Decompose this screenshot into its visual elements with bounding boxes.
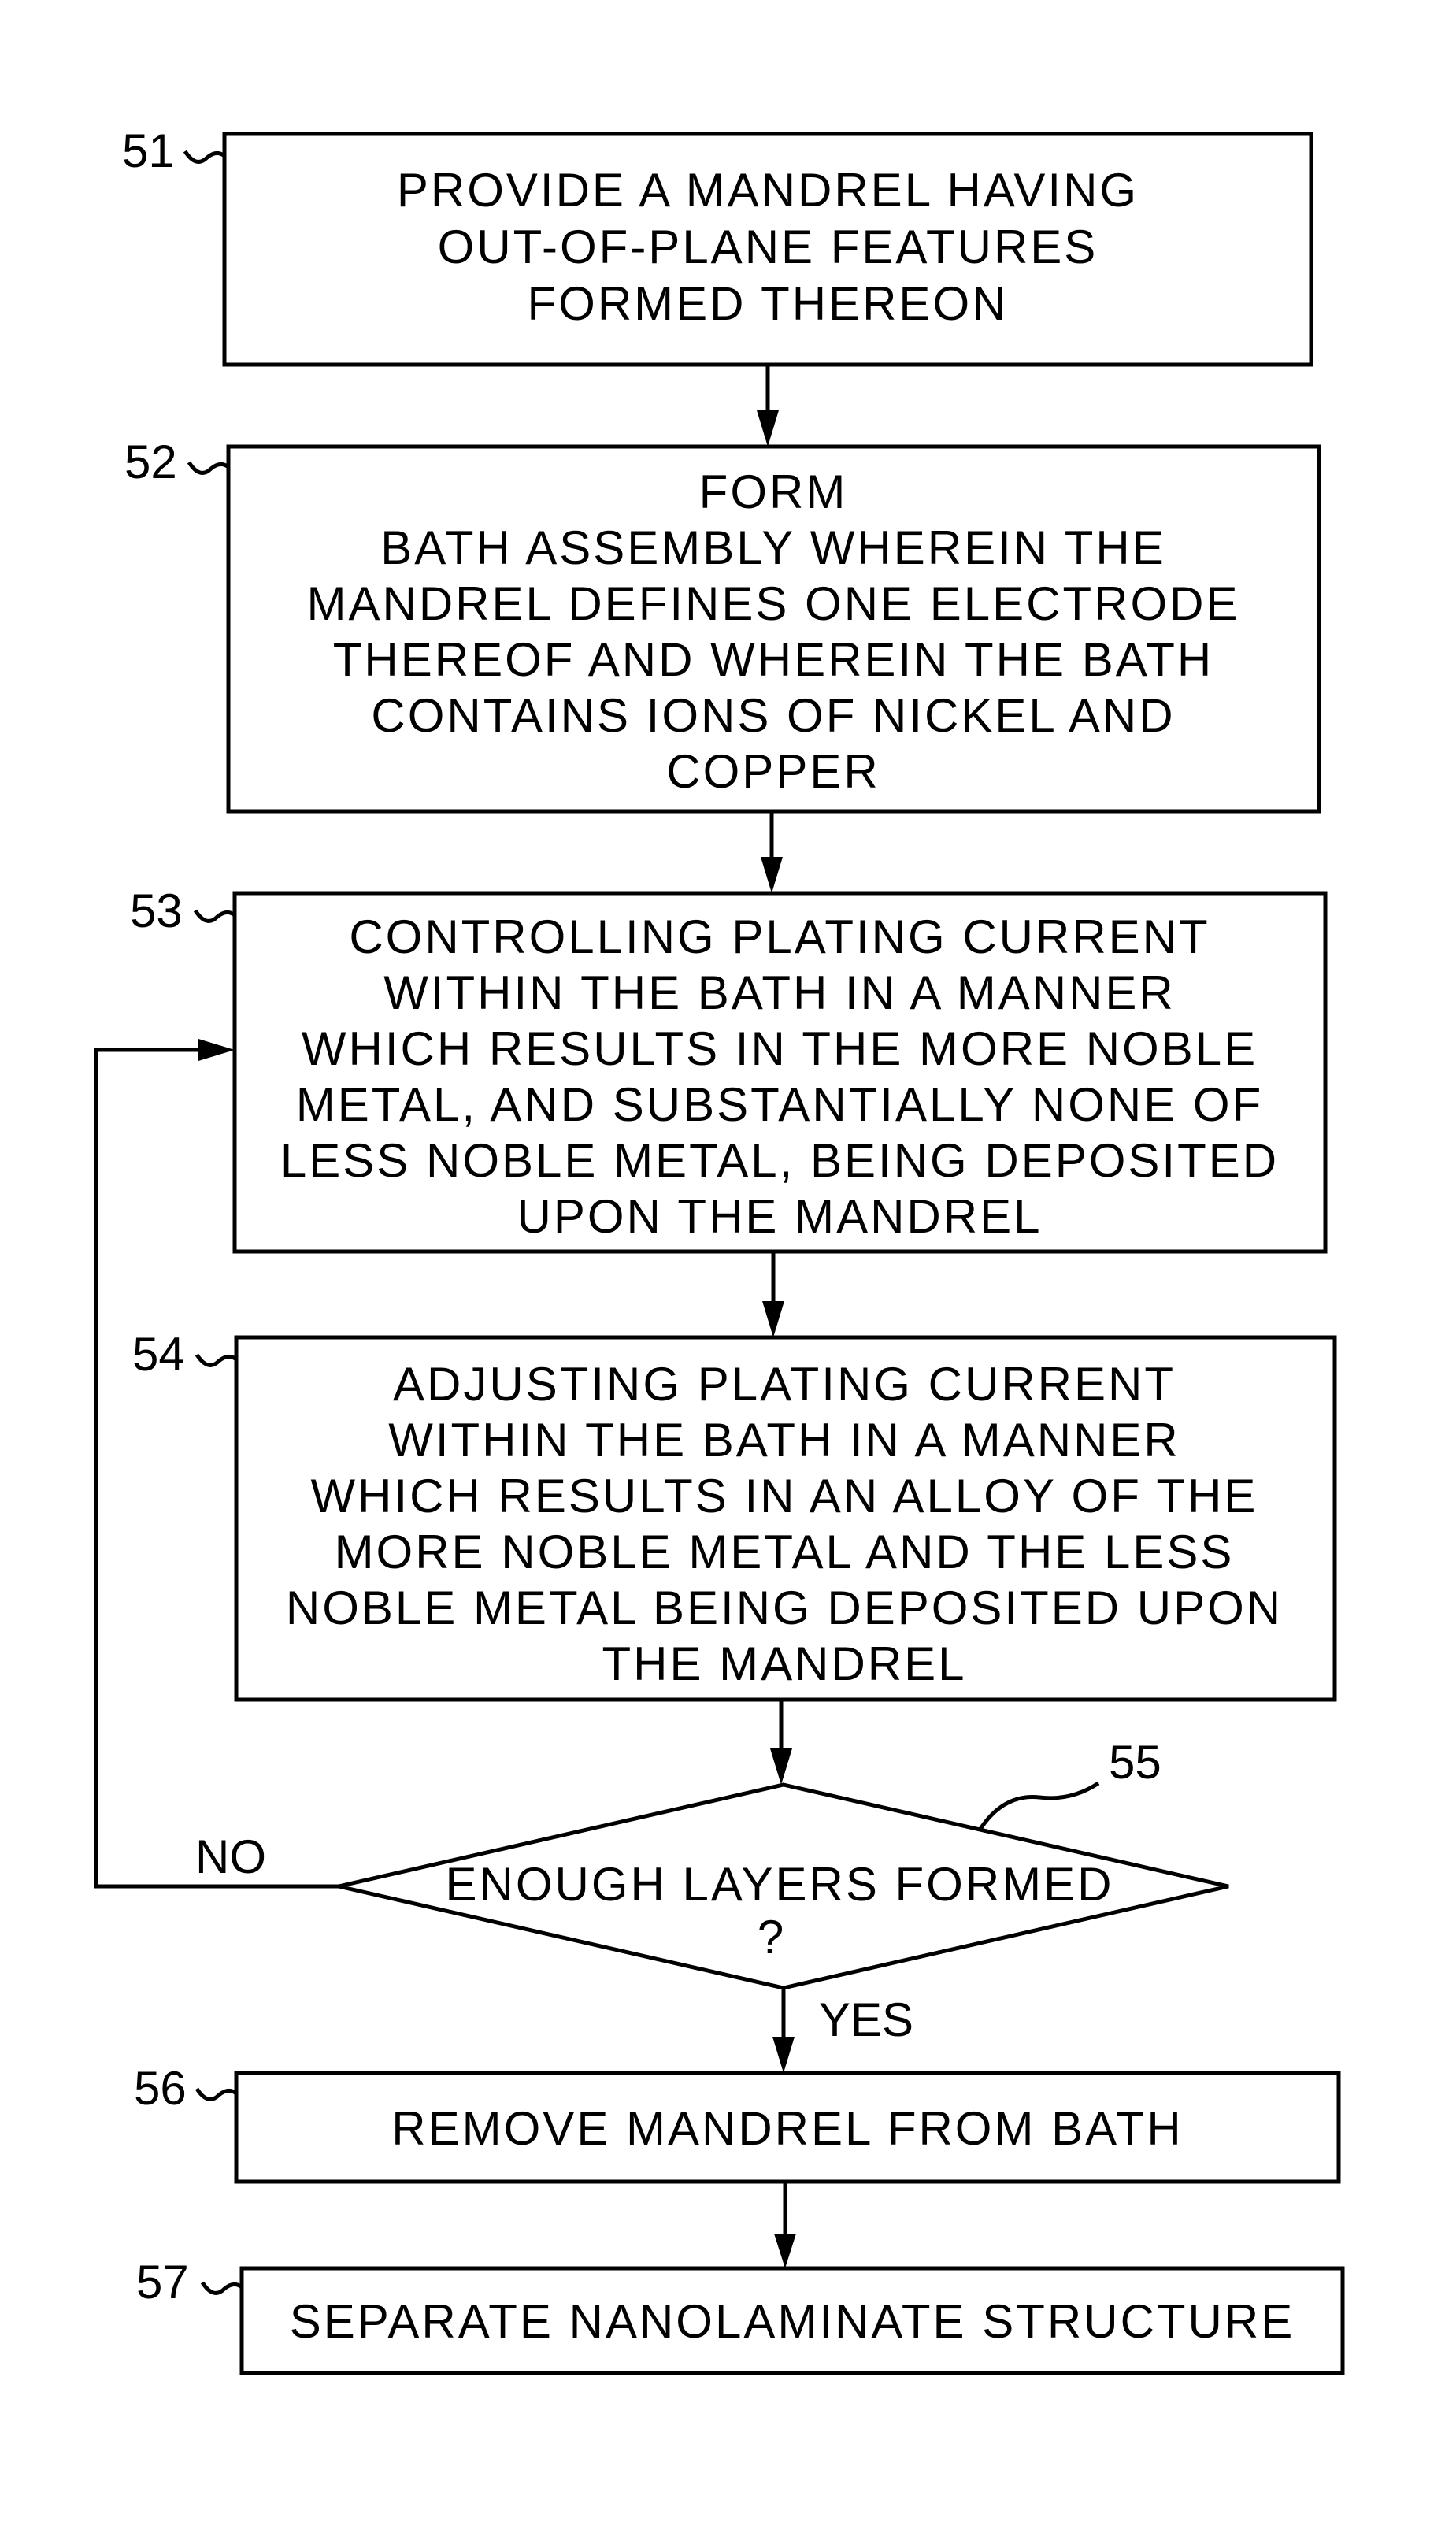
step-53-line-3: WHICH RESULTS IN THE MORE NOBLE <box>302 1022 1258 1075</box>
step-54-line-1: ADJUSTING PLATING CURRENT <box>393 1358 1176 1411</box>
step-53-line-5: LESS NOBLE METAL, BEING DEPOSITED <box>280 1134 1279 1187</box>
step-52-line-5: CONTAINS IONS OF NICKEL AND <box>371 689 1175 742</box>
step-53-ref: 53 <box>130 884 183 937</box>
decision-line-2: ? <box>758 1911 786 1963</box>
step-51-line-3: FORMED THEREON <box>528 277 1009 330</box>
step-52-leader <box>189 462 228 473</box>
arrow-55-56-head <box>772 2037 795 2073</box>
step-54: ADJUSTING PLATING CURRENT WITHIN THE BAT… <box>132 1328 1335 1700</box>
step-56: REMOVE MANDREL FROM BATH 56 <box>134 2062 1339 2182</box>
step-56-line-1: REMOVE MANDREL FROM BATH <box>391 2102 1183 2155</box>
step-54-leader <box>197 1355 236 1365</box>
decision-no-label: NO <box>195 1830 266 1883</box>
step-51-ref: 51 <box>122 124 175 177</box>
step-53-line-6: UPON THE MANDREL <box>517 1190 1043 1243</box>
step-52-line-2: BATH ASSEMBLY WHEREIN THE <box>380 521 1165 574</box>
step-52-ref: 52 <box>124 436 177 488</box>
step-54-line-6: THE MANDREL <box>602 1637 966 1690</box>
step-54-ref: 54 <box>132 1328 185 1381</box>
arrow-54-55-head <box>770 1748 792 1785</box>
step-53-leader <box>195 910 235 921</box>
arrow-51-52-head <box>757 410 779 447</box>
decision-55: ENOUGH LAYERS FORMED ? 55 NO YES <box>195 1736 1228 2046</box>
step-52: FORM BATH ASSEMBLY WHEREIN THE MANDREL D… <box>124 436 1319 811</box>
step-51-line-2: OUT-OF-PLANE FEATURES <box>438 221 1098 273</box>
arrow-56-57-head <box>774 2234 796 2268</box>
step-57-line-1: SEPARATE NANOLAMINATE STRUCTURE <box>290 2295 1295 2348</box>
step-53-line-1: CONTROLLING PLATING CURRENT <box>349 910 1210 963</box>
step-52-line-3: MANDREL DEFINES ONE ELECTRODE <box>307 577 1240 630</box>
no-loop-head <box>198 1039 235 1061</box>
step-53-line-4: METAL, AND SUBSTANTIALLY NONE OF <box>296 1078 1263 1131</box>
step-56-ref: 56 <box>134 2062 187 2115</box>
step-57-ref: 57 <box>136 2256 189 2308</box>
step-52-line-1: FORM <box>699 465 848 518</box>
step-54-line-5: NOBLE METAL BEING DEPOSITED UPON <box>286 1582 1283 1634</box>
step-54-line-4: MORE NOBLE METAL AND THE LESS <box>335 1526 1235 1578</box>
decision-ref: 55 <box>1109 1736 1161 1789</box>
step-51-line-1: PROVIDE A MANDREL HAVING <box>397 164 1139 217</box>
step-51: PROVIDE A MANDREL HAVING OUT-OF-PLANE FE… <box>122 124 1311 365</box>
step-53-line-2: WITHIN THE BATH IN A MANNER <box>383 966 1176 1019</box>
step-54-line-3: WHICH RESULTS IN AN ALLOY OF THE <box>311 1470 1258 1522</box>
decision-leader <box>980 1783 1098 1829</box>
arrow-53-54-head <box>762 1301 784 1337</box>
step-53: CONTROLLING PLATING CURRENT WITHIN THE B… <box>130 884 1325 1252</box>
step-57-leader <box>202 2282 242 2293</box>
step-52-line-6: COPPER <box>666 745 880 798</box>
step-52-line-4: THEREOF AND WHEREIN THE BATH <box>333 633 1214 686</box>
decision-yes-label: YES <box>819 1993 913 2046</box>
step-56-leader <box>197 2089 236 2099</box>
arrow-52-53-head <box>761 857 783 893</box>
step-54-line-2: WITHIN THE BATH IN A MANNER <box>388 1414 1180 1467</box>
step-51-leader <box>185 151 224 161</box>
step-57: SEPARATE NANOLAMINATE STRUCTURE 57 <box>136 2256 1343 2373</box>
decision-line-1: ENOUGH LAYERS FORMED <box>446 1858 1114 1911</box>
